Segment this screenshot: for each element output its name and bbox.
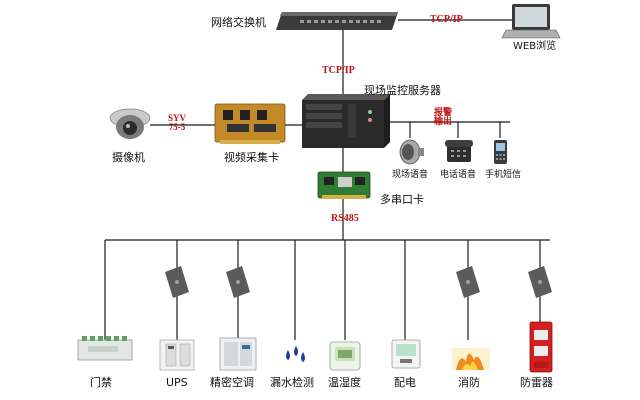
serial-card-icon <box>317 171 371 199</box>
alarm-output-label: 报警 输出 <box>434 107 453 127</box>
rs485-converter-icon <box>456 266 480 298</box>
rs485-converter-icon <box>226 266 250 298</box>
syv-line1: SYV <box>168 113 187 123</box>
device-label-surge: 防雷器 <box>520 376 553 389</box>
syv-line2: 75-5 <box>168 122 186 133</box>
telephone-icon <box>445 140 473 162</box>
precision-ac-icon <box>219 337 257 371</box>
server-label: 现场监控服务器 <box>364 84 441 97</box>
device-label-access: 门禁 <box>90 376 112 389</box>
alarm-output-speaker: 现场语音 <box>392 170 429 180</box>
tcpip-mid-label: TCP/IP <box>322 65 355 76</box>
laptop-icon <box>501 4 561 39</box>
server-icon <box>302 94 390 148</box>
device-label-power: 配电 <box>394 376 416 389</box>
temperature-humidity-icon <box>329 341 361 371</box>
syv-label: SYV 75-5 <box>168 113 187 133</box>
device-label-precision-ac: 精密空调 <box>210 376 254 389</box>
camera-icon <box>109 108 151 139</box>
camera-label: 摄像机 <box>112 151 145 164</box>
tcpip-top-label: TCP/IP <box>430 14 463 25</box>
web-browse-label: WEB浏览 <box>513 41 557 52</box>
device-label-leak: 漏水检测 <box>270 376 314 389</box>
capture-card-label: 视频采集卡 <box>224 151 279 164</box>
access-control-icon <box>77 336 133 361</box>
rs485-converter-icon <box>528 266 552 298</box>
power-meter-icon <box>391 339 421 369</box>
rs485-label: RS485 <box>331 213 359 224</box>
alarm-output-sms: 手机短信 <box>485 170 522 180</box>
network-switch-icon <box>276 12 398 30</box>
alarm-output-phone: 电话语音 <box>440 170 477 180</box>
serial-card-label: 多串口卡 <box>380 193 424 206</box>
ups-icon <box>159 339 195 371</box>
water-drop-icon <box>286 346 305 362</box>
switch-label: 网络交换机 <box>211 16 266 29</box>
alarm-line1: 报警 <box>434 107 453 117</box>
capture-card-icon <box>214 103 286 144</box>
speaker-icon <box>399 139 424 165</box>
surge-protector-icon <box>529 321 553 373</box>
fire-icon <box>452 348 490 370</box>
alarm-line2: 输出 <box>434 116 453 127</box>
device-label-fire: 消防 <box>458 376 480 389</box>
device-label-temp: 温湿度 <box>328 376 361 389</box>
rs485-converter-icon <box>165 266 189 298</box>
mobile-phone-icon <box>494 140 507 164</box>
device-label-ups: UPS <box>166 376 188 389</box>
